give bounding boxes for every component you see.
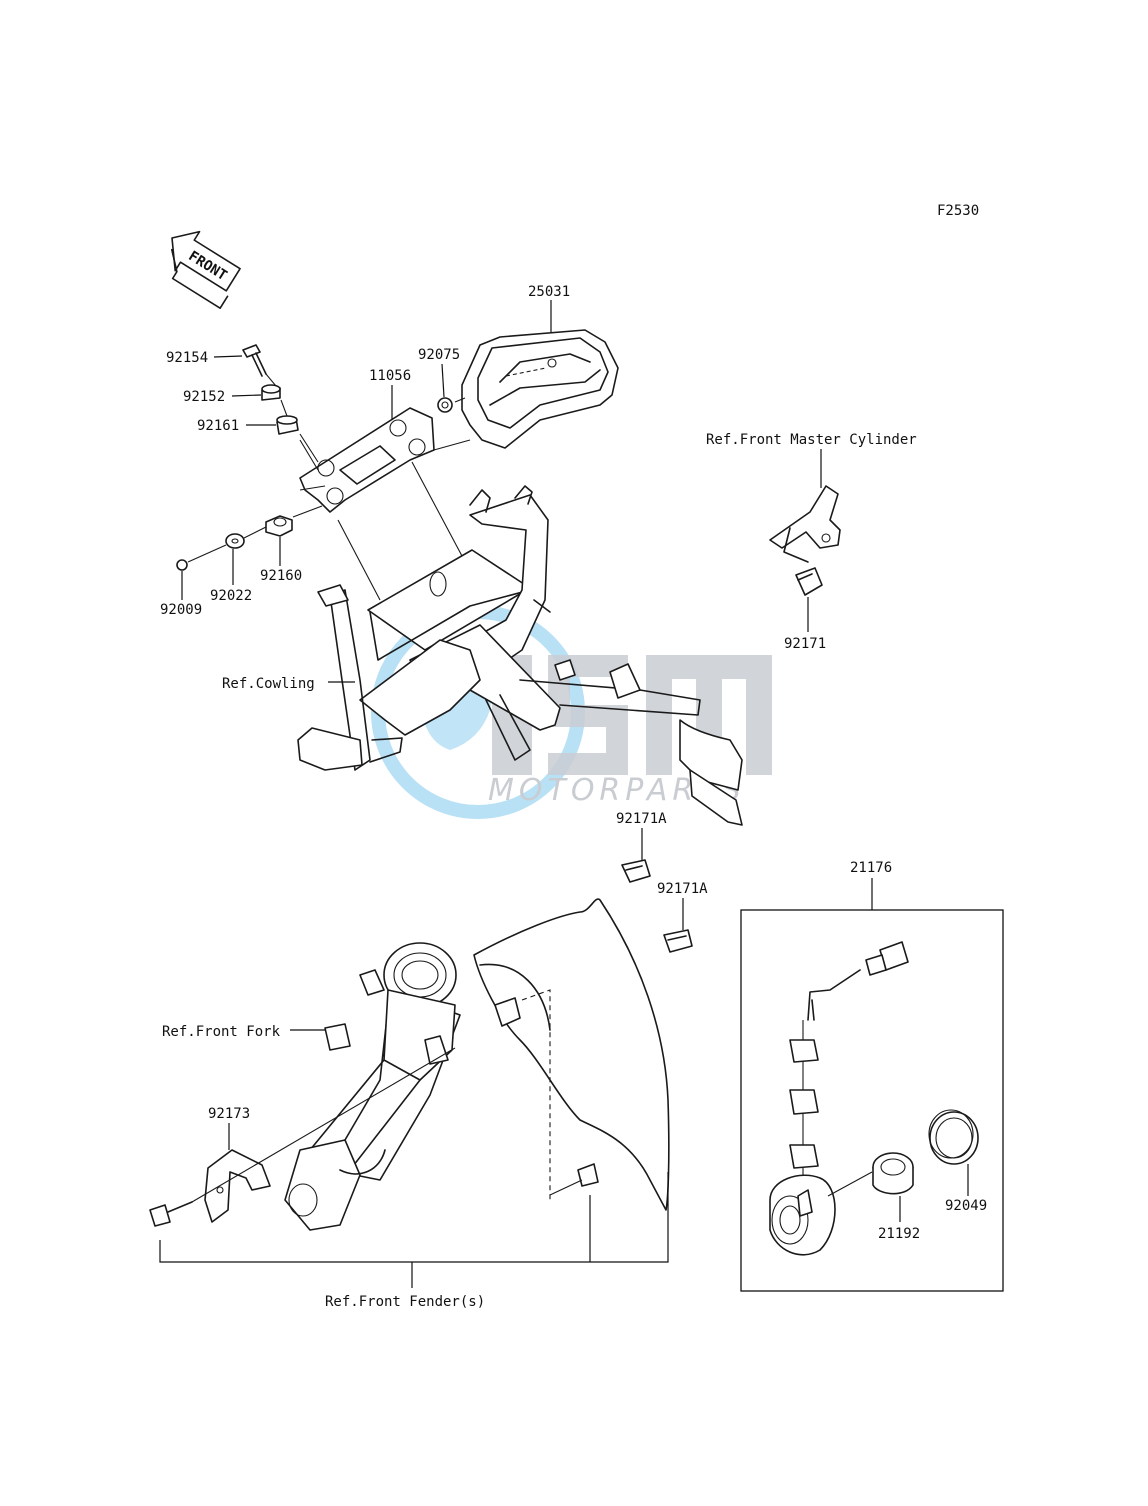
part-label-92049: 92049	[945, 1198, 987, 1214]
part-label-92154: 92154	[166, 350, 208, 366]
meter-stay-frame	[297, 485, 743, 826]
figure-code: F2530	[937, 203, 979, 219]
meter-assembly	[461, 329, 619, 449]
seal-92049-icon	[928, 1109, 979, 1165]
master-cylinder-bracket	[769, 485, 841, 563]
bolt-92154-icon	[242, 344, 267, 377]
bracket-11056	[299, 407, 435, 513]
part-label-92152: 92152	[183, 389, 225, 405]
front-fender	[473, 898, 670, 1211]
part-label-25031: 25031	[528, 284, 570, 300]
nut-92075-icon	[437, 397, 453, 413]
clamp-92171-icon	[795, 567, 823, 596]
part-label-21192: 21192	[878, 1226, 920, 1242]
part-label-92171: 92171	[784, 636, 826, 652]
part-label-92171a-1: 92171A	[616, 811, 667, 827]
washer-92022-icon	[225, 533, 245, 549]
part-label-92022: 92022	[210, 588, 252, 604]
ref-cowling: Ref.Cowling	[222, 676, 315, 692]
front-direction-arrow-icon: FRONT	[170, 230, 241, 309]
ref-front-fork: Ref.Front Fork	[162, 1024, 281, 1040]
ref-front-master-cylinder: Ref.Front Master Cylinder	[706, 432, 917, 448]
ignition-switch-assembly	[769, 941, 909, 1256]
front-fork	[284, 942, 461, 1231]
part-label-92160: 92160	[260, 568, 302, 584]
part-label-92171a-2: 92171A	[657, 881, 708, 897]
hose-bracket-92173	[204, 1149, 271, 1223]
clamp-92171a-upper-icon	[621, 859, 651, 883]
part-label-92161: 92161	[197, 418, 239, 434]
part-label-92075: 92075	[418, 347, 460, 363]
screw-92009-icon	[176, 559, 188, 571]
fender-bolt-icon	[149, 1201, 193, 1227]
damper-92160-icon	[265, 515, 293, 537]
part-label-11056: 11056	[369, 368, 411, 384]
clamp-92171a-lower-icon	[663, 929, 693, 953]
ring-21192-icon	[872, 1152, 914, 1195]
ref-front-fenders: Ref.Front Fender(s)	[325, 1294, 485, 1310]
part-label-21176: 21176	[850, 860, 892, 876]
collar-92152-icon	[261, 384, 281, 401]
damper-92161-icon	[276, 415, 299, 435]
part-label-92009: 92009	[160, 602, 202, 618]
part-label-92173: 92173	[208, 1106, 250, 1122]
